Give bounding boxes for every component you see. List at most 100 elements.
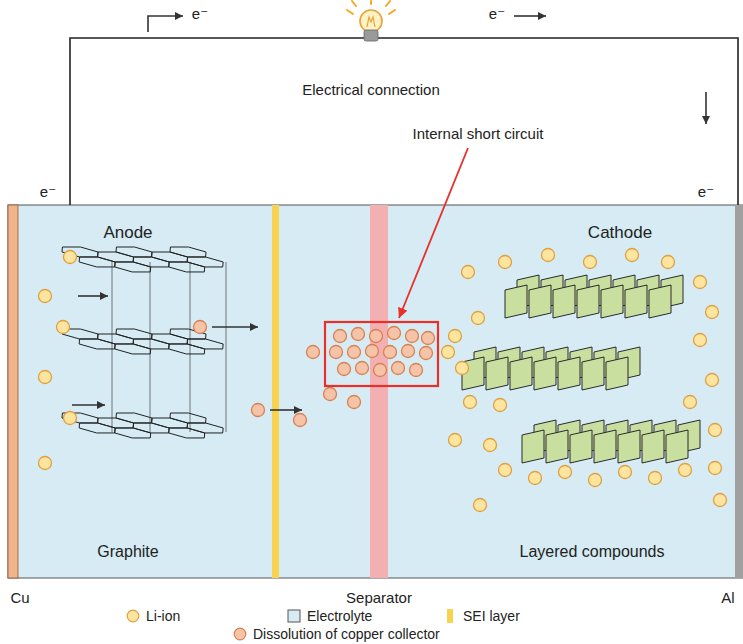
graphite-hexagon (169, 344, 205, 354)
ion-arrow (212, 326, 258, 328)
bulb-glass (360, 10, 382, 32)
graphite-hexagon (152, 252, 188, 262)
li-ion (709, 424, 722, 437)
copper-ion (392, 362, 405, 375)
compound-plate (594, 430, 616, 463)
compound-plate (618, 430, 640, 463)
electrode-title: Cathode (588, 223, 652, 243)
li-ion (679, 464, 692, 477)
graphite-hexagon (98, 418, 134, 428)
graphite-hexagon (187, 339, 223, 349)
compound-plate (606, 357, 628, 390)
electron-arrow (514, 15, 546, 17)
copper-ion (307, 346, 320, 359)
compound-plate (510, 357, 532, 390)
graphite-hexagon (169, 262, 205, 272)
external-wire (70, 38, 738, 205)
legend-text: Electrolyte (307, 608, 372, 624)
li-ion (626, 249, 639, 262)
collector-label: Cu (10, 589, 29, 606)
graphite-hexagon (170, 413, 206, 423)
legend-entry: SEI layer (443, 608, 520, 624)
copper-ion (352, 328, 365, 341)
graphite-hexagon (116, 247, 152, 257)
li-ion (649, 472, 662, 485)
graphite-hexagon (116, 329, 152, 339)
graphite-hexagon (115, 428, 151, 438)
li-ion (57, 321, 70, 334)
collector-label: Al (721, 589, 734, 606)
compound-plate (553, 285, 575, 318)
li-ion (584, 256, 597, 269)
graphite-layers (62, 247, 226, 438)
electron-arrow (148, 16, 183, 32)
copper-ion (252, 404, 265, 417)
graphite-hexagon (133, 257, 169, 267)
ion-arrow (78, 295, 108, 297)
li-ion (499, 464, 512, 477)
li-ion (64, 251, 77, 264)
copper-ion (294, 414, 307, 427)
li-ion (474, 499, 487, 512)
li-ion (706, 374, 719, 387)
ion-arrow (72, 404, 105, 406)
copper-ion (410, 364, 423, 377)
li-ion (39, 371, 52, 384)
graphite-hexagon (152, 418, 188, 428)
graphite-hexagon (79, 257, 115, 267)
graphite-hexagon (115, 344, 151, 354)
legend-text: SEI layer (463, 608, 520, 624)
li-ion (39, 290, 52, 303)
layer-link (226, 262, 227, 432)
layer-link (190, 262, 191, 432)
compound-plate (625, 285, 647, 318)
electron-label: e⁻ (698, 183, 714, 200)
graphite-hexagon (115, 262, 151, 272)
legend-swatch (233, 627, 247, 641)
legend-entry: Electrolyte (287, 608, 372, 624)
copper-collector (8, 205, 18, 578)
electrode-region: CathodeLayered compounds (388, 205, 743, 578)
graphite-hexagon (170, 247, 206, 257)
li-ion (694, 334, 707, 347)
material-label: Layered compounds (520, 543, 665, 561)
graphite-hexagon (187, 423, 223, 433)
compound-plate (649, 285, 671, 318)
li-ion (714, 494, 727, 507)
compound-plate (522, 430, 544, 463)
li-ion (684, 396, 697, 409)
graphite-hexagon (133, 339, 169, 349)
copper-ion (194, 321, 207, 334)
electrolyte-cell (8, 205, 743, 578)
copper-ion (406, 330, 419, 343)
li-ion (694, 276, 707, 289)
copper-ion (420, 347, 433, 360)
li-ion (542, 249, 555, 262)
electron-label: e⁻ (40, 183, 56, 200)
copper-ion (374, 364, 387, 377)
material-label: Graphite (97, 543, 158, 561)
li-ion (449, 330, 462, 343)
ion-arrow (270, 409, 302, 411)
li-ion (64, 412, 77, 425)
layer-link (112, 262, 113, 432)
flow-arrows (72, 16, 706, 410)
compound-plate (577, 285, 599, 318)
graphite-hexagon (152, 334, 188, 344)
sei-layer (272, 205, 279, 578)
copper-ion (348, 346, 361, 359)
copper-ion (384, 346, 397, 359)
legend-swatch (287, 609, 301, 623)
li-ion (456, 362, 469, 375)
compound-plate (546, 430, 568, 463)
compound-plate (529, 285, 551, 318)
aluminium-collector (735, 205, 743, 578)
short-circuit-box (325, 322, 438, 386)
copper-ion (356, 362, 369, 375)
copper-ion (348, 396, 361, 409)
li-ion (462, 266, 475, 279)
bulb-filament (367, 17, 375, 27)
graphite-hexagon (79, 423, 115, 433)
compound-plate (601, 285, 623, 318)
